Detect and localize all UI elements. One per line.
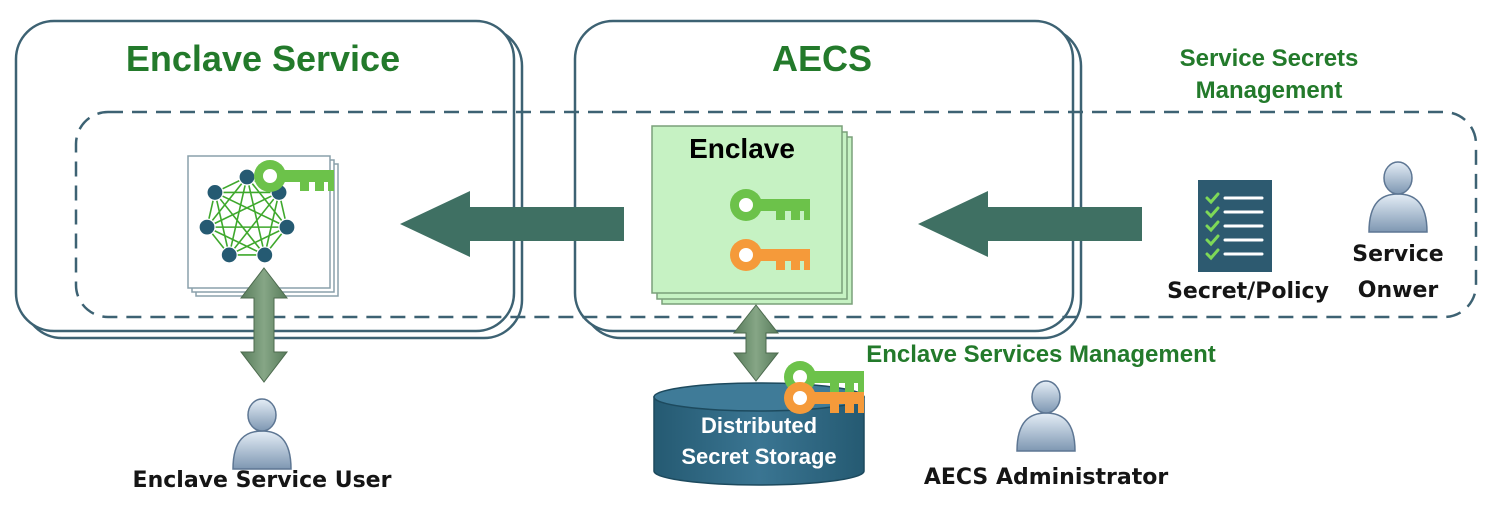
arrow-to-aecs-enclave [918, 191, 1142, 257]
network-edge [206, 191, 280, 228]
network-edge [246, 176, 288, 228]
person-icon [1016, 380, 1076, 452]
service-secrets-management-zone [74, 110, 1478, 319]
enclave-title: Enclave [689, 133, 795, 164]
network-node [206, 183, 224, 202]
check-icon [1205, 192, 1220, 205]
check-icon [1205, 234, 1220, 247]
enclave-service-user-label: Enclave Service User [133, 468, 392, 493]
enclave-services-management-label: Enclave Services Management [866, 341, 1216, 368]
checklist-document-icon [1198, 180, 1272, 272]
network-node [238, 168, 256, 186]
arrow-to-enclave-service [400, 191, 624, 257]
network-edge [228, 176, 248, 256]
secret-policy-label: Secret/Policy [1167, 279, 1329, 304]
service-secrets-management-label-line2: Management [1196, 77, 1343, 104]
person-icon [232, 398, 292, 470]
enclave-service-title: Enclave Service [126, 38, 400, 79]
network-edge [214, 191, 288, 228]
network-node [198, 218, 216, 236]
network-edge [264, 192, 280, 256]
storage-label-line1: Distributed [701, 413, 817, 438]
check-icon [1205, 206, 1220, 219]
service-owner-label-line1: Service [1352, 242, 1443, 267]
network-edge [246, 176, 266, 256]
network-graph-icon [198, 168, 296, 264]
network-node [278, 218, 296, 236]
service-owner-label-line2: Onwer [1358, 278, 1439, 303]
network-edge [206, 226, 266, 256]
network-edge [228, 226, 288, 256]
aecs-administrator-label: AECS Administrator [924, 465, 1168, 490]
network-edge [206, 176, 248, 228]
network-edge [214, 191, 266, 256]
check-icon [1205, 220, 1220, 233]
service-secrets-management-label-line1: Service Secrets [1180, 45, 1359, 72]
network-edge [228, 191, 280, 256]
network-node [220, 246, 238, 264]
check-icon [1205, 248, 1220, 261]
double-arrow-icon [732, 304, 780, 382]
aecs-title: AECS [772, 38, 872, 79]
network-edge [214, 192, 230, 256]
double-arrow-icon [239, 267, 289, 383]
person-icon [1368, 161, 1428, 233]
storage-label-line2: Secret Storage [681, 444, 836, 469]
network-node [256, 246, 274, 264]
